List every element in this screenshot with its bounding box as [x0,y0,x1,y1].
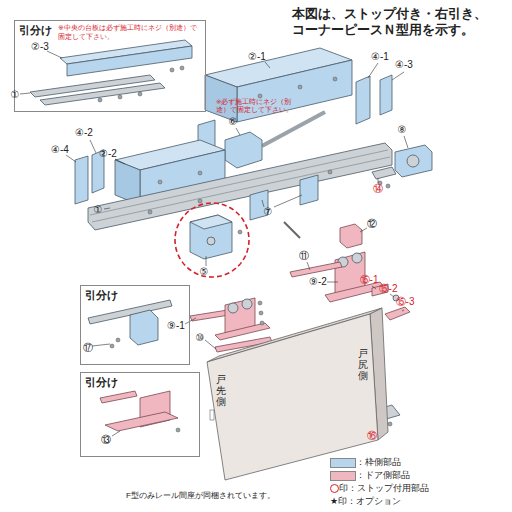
callout-number: ⑯ [367,430,377,443]
legend: ：枠側部品：ドア側部品印：ストップ付用部品★印：オプション [330,456,429,508]
callout-number: ⑨-2 [309,276,327,289]
legend-row: ★印：オプション [330,495,429,508]
callout-number: ⑪ [299,250,309,263]
inset-box: 引分け ※中央の台板は必ず施工時にネジ（別途）で固定して下さい。 [14,20,206,112]
callout-number: ④-2 [75,127,93,140]
callout-number: ⑮-3 [396,296,415,309]
callout-number: ④-1 [371,51,389,64]
callout-number: ②-2 [99,148,117,161]
callout-number: ⑩ [196,332,205,345]
legend-text: ：ドア側部品 [356,469,410,482]
callout-number: ① [94,204,103,217]
handle-slot [210,410,214,420]
legend-text: 印：ストップ付用部品 [339,482,429,495]
callout-number: ②-3 [31,41,49,54]
caution-note: ※必ず施工時にネジ（別途）で固定して下さい。 [216,98,304,114]
callout-number: ⑧ [398,124,407,137]
callout-number: ⑮-1 [360,274,379,287]
callout-number: ④-4 [51,144,69,157]
callout-number: ④-3 [395,59,413,72]
callout-number: ⑤ [200,266,209,279]
legend-row: 印：ストップ付用部品 [330,482,429,495]
legend-text: ★印：オプション [330,495,401,508]
callout-number: ②-1 [248,51,266,64]
door-side-label: 戸先側 [216,374,226,407]
callout-number: ⑥ [229,116,238,129]
legend-row: ：ドア側部品 [330,469,429,482]
title-note: 本図は、ストップ付き・右引き、コーナーピースＮ型用を示す。 [292,6,492,39]
callout-number: ① [11,89,20,102]
callout-number: ⑭ [373,183,383,196]
callout-number: ⑬ [101,434,111,447]
callout-number: ⑰ [83,342,93,355]
callout-number: ⑨-1 [167,320,185,333]
inset-heading: 引分け [85,289,118,303]
stop-mark-sample [330,484,339,493]
door-face [207,314,378,480]
legend-swatch [330,471,356,481]
inset-box: 引分け [80,372,200,457]
caption: F型のみレール間座が同梱されています。 [126,490,275,501]
inset-heading: 引分け [19,24,52,38]
callout-number: ⑦ [264,206,273,219]
legend-text: ：枠側部品 [356,456,401,469]
callout-number: ⑮-2 [379,283,398,296]
inset-heading: 引分け [85,376,118,390]
caution-note: ※中央の台板は必ず施工時にネジ（別途）で固定して下さい。 [58,24,201,42]
door-side-label: 戸尻側 [358,348,368,381]
callout-number: ⑫ [367,218,377,231]
legend-row: ：枠側部品 [330,456,429,469]
legend-swatch [330,458,356,468]
